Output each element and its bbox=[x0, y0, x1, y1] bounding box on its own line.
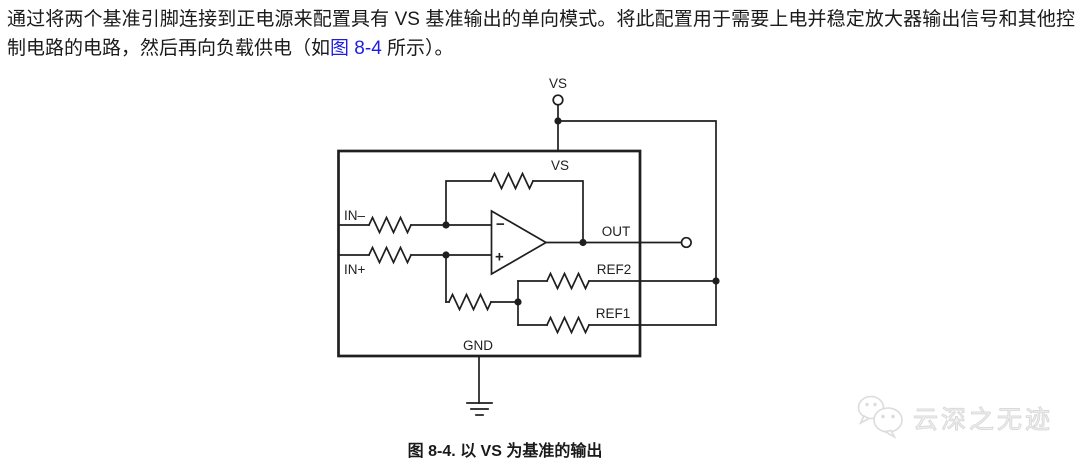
ref-divider-branch bbox=[445, 254, 522, 326]
in-plus-resistor bbox=[368, 246, 412, 264]
vs-terminal-label: VS bbox=[549, 78, 567, 91]
in-plus-branch: IN+ bbox=[337, 246, 493, 277]
opamp: − + bbox=[490, 209, 548, 276]
supply-rail bbox=[554, 117, 720, 326]
ref1-branch: REF1 bbox=[517, 306, 717, 334]
vs-terminal-circle bbox=[552, 94, 564, 106]
output-branch: OUT bbox=[545, 224, 692, 249]
out-terminal-circle bbox=[680, 236, 692, 249]
ground-symbol bbox=[466, 402, 493, 416]
circuit-diagram: VS VS IN– bbox=[337, 78, 720, 416]
watermark-text: 云深之无迹 bbox=[912, 406, 1054, 435]
feedback-resistor bbox=[490, 172, 534, 190]
figure-8-4-link[interactable]: 图 8-4 bbox=[330, 38, 382, 59]
paragraph-text-before-link: 通过将两个基准引脚连接到正电源来配置具有 VS 基准输出的单向模式。将此配置用于… bbox=[7, 9, 1075, 59]
opamp-inverting-mark: − bbox=[496, 216, 505, 233]
figure-caption: 图 8-4. 以 VS 为基准的输出 bbox=[407, 443, 603, 460]
opamp-triangle bbox=[490, 209, 548, 276]
vs-supply-terminal: VS bbox=[549, 78, 567, 122]
wechat-icon bbox=[857, 395, 903, 440]
out-pin-label: OUT bbox=[602, 224, 631, 239]
in-minus-resistor bbox=[368, 216, 412, 234]
junction-dot bbox=[554, 117, 562, 125]
ref-node-resistor bbox=[448, 293, 492, 311]
ground-branch: GND bbox=[463, 338, 493, 416]
paragraph-text-after-link: 所示）。 bbox=[381, 38, 454, 59]
ref2-branch: REF2 bbox=[517, 262, 717, 290]
intro-paragraph: 通过将两个基准引脚连接到正电源来配置具有 VS 基准输出的单向模式。将此配置用于… bbox=[7, 5, 1075, 63]
ref1-resistor bbox=[546, 316, 590, 334]
opamp-noninverting-mark: + bbox=[495, 249, 504, 266]
ref2-pin-label: REF2 bbox=[597, 262, 632, 277]
in-minus-branch: IN– bbox=[337, 208, 493, 234]
watermark: 云深之无迹 bbox=[856, 394, 1053, 442]
in-plus-pin-label: IN+ bbox=[344, 262, 366, 277]
ref2-resistor bbox=[546, 272, 590, 290]
junction-dot bbox=[579, 238, 587, 247]
ref1-pin-label: REF1 bbox=[596, 306, 631, 321]
vs-pin-label: VS bbox=[551, 158, 569, 173]
ic-boundary-box bbox=[337, 149, 642, 358]
in-minus-pin-label: IN– bbox=[344, 208, 366, 223]
junction-dot bbox=[442, 221, 450, 229]
feedback-resistor-path bbox=[445, 172, 584, 244]
gnd-pin-label: GND bbox=[463, 338, 493, 353]
